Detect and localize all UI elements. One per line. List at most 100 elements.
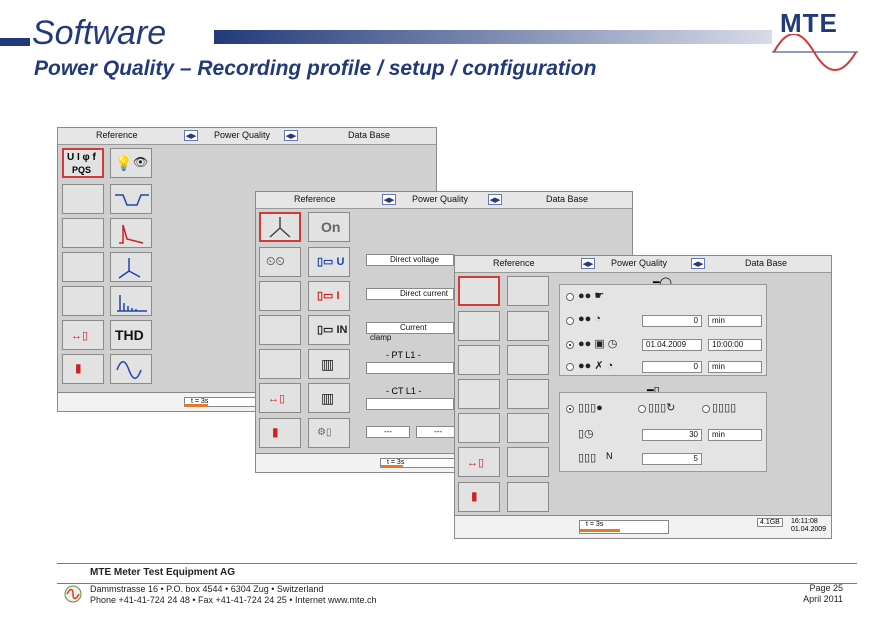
ct-l1-label: - CT L1 -: [386, 386, 422, 396]
tab-reference[interactable]: Reference: [493, 258, 535, 268]
start-delay-radio[interactable]: [566, 317, 574, 325]
tab-prev-arrow-icon[interactable]: ◀▶: [184, 130, 198, 141]
exit-button[interactable]: ▮: [62, 354, 104, 384]
count-field[interactable]: 5: [642, 453, 702, 465]
tab-bar: Reference ◀▶ Power Quality ◀▶ Data Base: [256, 192, 632, 209]
tab-power-quality[interactable]: Power Quality: [214, 130, 271, 140]
empty-button-r6[interactable]: [507, 447, 549, 477]
transient-button[interactable]: [110, 218, 152, 248]
tab-data-base[interactable]: Data Base: [546, 194, 589, 204]
uipf-pqs-button[interactable]: U I φ f PQS: [62, 148, 104, 178]
voltage-u-icon: ▯▭ U: [317, 256, 345, 268]
empty-button-1[interactable]: [62, 184, 104, 214]
phasor-button[interactable]: [110, 252, 152, 282]
stop-manual-radio[interactable]: [566, 405, 574, 413]
count-n-label: N: [606, 451, 613, 461]
stop-loop-radio[interactable]: [638, 405, 646, 413]
tab-prev-arrow-icon[interactable]: ◀▶: [382, 194, 396, 205]
ct-ratio-field[interactable]: [366, 398, 454, 410]
uipf-label: U I φ f: [67, 152, 96, 163]
page-subtitle: Power Quality – Recording profile / setu…: [34, 57, 597, 80]
tab-next-arrow-icon[interactable]: ◀▶: [284, 130, 298, 141]
settings-button[interactable]: ⚙▯: [308, 418, 350, 448]
value-field-1[interactable]: ---: [366, 426, 410, 438]
tab-next-arrow-icon[interactable]: ◀▶: [691, 258, 705, 269]
tab-prev-arrow-icon[interactable]: ◀▶: [581, 258, 595, 269]
empty-button-r1[interactable]: [507, 276, 549, 306]
empty-button-r2[interactable]: [507, 311, 549, 341]
phasor-icon: [118, 258, 141, 279]
direct-voltage-label: Direct voltage: [390, 255, 439, 264]
thd-button[interactable]: THD: [110, 320, 152, 350]
progress-fill: [381, 465, 404, 468]
current-source-button[interactable]: ▯▭ I: [308, 281, 350, 311]
exit-button[interactable]: ▮: [458, 482, 500, 512]
value-field-2[interactable]: ---: [416, 426, 460, 438]
recording-progress: t = 3s: [184, 397, 264, 407]
empty-button-l4[interactable]: [458, 379, 500, 409]
empty-button-2[interactable]: [62, 218, 104, 248]
direct-current-field[interactable]: Direct current: [366, 288, 454, 300]
empty-button-4[interactable]: [62, 286, 104, 316]
storage-indicator: 4.1GB: [757, 518, 783, 527]
transfer-button[interactable]: ↔▯: [62, 320, 104, 350]
tab-next-arrow-icon[interactable]: ◀▶: [488, 194, 502, 205]
star-connection-icon: [269, 217, 291, 238]
start-date-field[interactable]: 01.04.2009: [642, 339, 702, 351]
flicker-button[interactable]: [110, 354, 152, 384]
start-manual-radio[interactable]: [566, 293, 574, 301]
empty-button-3[interactable]: [62, 252, 104, 282]
neutral-current-button[interactable]: ▯▭ IN: [308, 315, 350, 345]
on-button[interactable]: On: [308, 212, 350, 242]
interval-unit-field[interactable]: min: [708, 361, 762, 373]
empty-button-b[interactable]: [259, 315, 301, 345]
tab-reference[interactable]: Reference: [294, 194, 336, 204]
transfer-button[interactable]: ↔▯: [458, 447, 500, 477]
screen-setup: Reference ◀▶ Power Quality ◀▶ Data Base …: [255, 191, 633, 473]
dip-wave-icon: [115, 194, 149, 206]
stop-full-radio[interactable]: [702, 405, 710, 413]
recording-time: t = 3s: [387, 459, 405, 466]
empty-button-l2[interactable]: [458, 311, 500, 341]
empty-button-c[interactable]: [259, 349, 301, 379]
harmonics-button[interactable]: [110, 286, 152, 316]
current-clamp-field[interactable]: Current clamp: [366, 322, 454, 342]
empty-button-r7[interactable]: [507, 482, 549, 512]
direct-voltage-field[interactable]: Direct voltage: [366, 254, 454, 266]
empty-button-r5[interactable]: [507, 413, 549, 443]
dip-swell-button[interactable]: [110, 184, 152, 214]
delay-minutes-field[interactable]: 0: [642, 315, 702, 327]
start-date-radio[interactable]: [566, 341, 574, 349]
delay-unit-field[interactable]: min: [708, 315, 762, 327]
star-connection-button[interactable]: [259, 212, 301, 242]
empty-button-r4[interactable]: [507, 379, 549, 409]
pt-transformer-icon: ▥: [321, 356, 335, 372]
progress-fill: [185, 404, 209, 407]
lamp-eye-button[interactable]: 💡 👁: [110, 148, 152, 178]
exit-button[interactable]: ▮: [259, 418, 301, 448]
empty-button-l3[interactable]: [458, 345, 500, 375]
start-interval-radio[interactable]: [566, 363, 574, 371]
duration-minutes-field[interactable]: 30: [642, 429, 702, 441]
ct-transformer-button[interactable]: ▥: [308, 383, 350, 413]
tab-data-base[interactable]: Data Base: [348, 130, 391, 140]
tab-power-quality[interactable]: Power Quality: [611, 258, 668, 268]
interval-minutes-field[interactable]: 0: [642, 361, 702, 373]
tab-reference[interactable]: Reference: [96, 130, 138, 140]
pt-ratio-field[interactable]: [366, 362, 454, 374]
meter-button[interactable]: ⏲⏲: [259, 247, 301, 277]
pt-transformer-button[interactable]: ▥: [308, 349, 350, 379]
empty-button-r3[interactable]: [507, 345, 549, 375]
duration-unit-field[interactable]: min: [708, 429, 762, 441]
empty-button-a[interactable]: [259, 281, 301, 311]
tab-power-quality[interactable]: Power Quality: [412, 194, 469, 204]
on-label: On: [321, 219, 341, 235]
empty-selected-button[interactable]: [458, 276, 500, 306]
harmonics-bars-icon: [117, 295, 147, 312]
tab-data-base[interactable]: Data Base: [745, 258, 788, 268]
voltage-source-button[interactable]: ▯▭ U: [308, 247, 350, 277]
start-time-field[interactable]: 10:00:00: [708, 339, 762, 351]
duration-icon: ▯◷: [578, 428, 594, 440]
transfer-button[interactable]: ↔▯: [259, 383, 301, 413]
empty-button-l5[interactable]: [458, 413, 500, 443]
